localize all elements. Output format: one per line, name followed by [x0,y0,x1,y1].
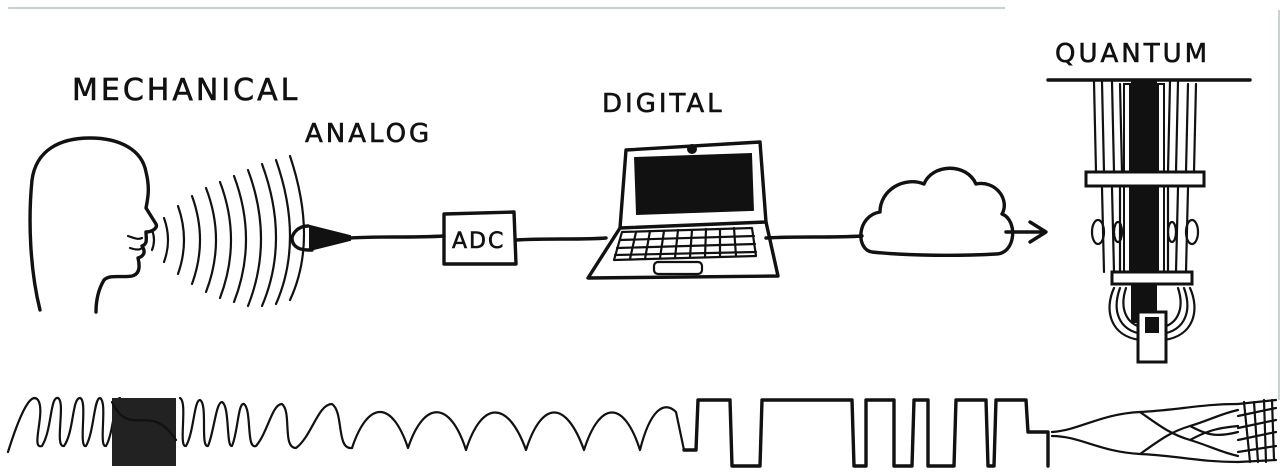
adc-label: ADC [452,229,505,254]
signal-waveform [8,398,1276,466]
waveform-quantum-braids [1052,404,1238,462]
waveform-digital-square [684,400,1048,466]
microphone-icon [292,226,350,250]
adc-converter-box: ADC [444,212,516,264]
wire-mic-to-adc [350,236,444,238]
cloud-icon [861,168,1013,255]
label-mechanical: MECHANICAL [72,73,300,108]
label-digital: DIGITAL [602,89,725,119]
sound-waves [152,156,304,306]
waveform-mechanical-loops [8,398,352,452]
laptop-icon [588,142,778,278]
waveform-quantum-tip [1238,400,1276,462]
wire-adc-to-laptop [516,238,606,240]
label-quantum: QUANTUM [1055,39,1210,69]
human-head-icon [30,138,156,312]
wire-laptop-to-cloud [766,236,862,238]
waveform-dense-region [112,398,176,466]
label-analog: ANALOG [305,119,432,149]
waveform-analog-sine [352,407,684,450]
quantum-computer-icon [1048,80,1250,362]
